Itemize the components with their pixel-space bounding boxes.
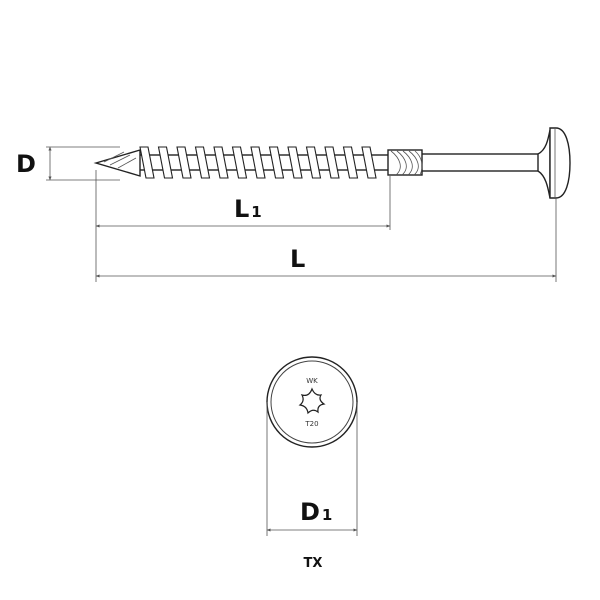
screw-neck (537, 129, 551, 199)
thread-crest (361, 146, 377, 179)
thread-crest (231, 146, 248, 179)
thread-crest (176, 146, 192, 179)
thread-crest (324, 146, 340, 179)
drive-type-label: TX (304, 556, 323, 571)
thread-crest (305, 146, 322, 179)
thread-crests (139, 146, 377, 179)
label-d: D (16, 150, 36, 178)
thread-crest (250, 146, 266, 179)
dimension-d: D (16, 146, 120, 181)
dimension-l: L (95, 198, 557, 282)
screw-head-top-view: WK T20 (266, 356, 358, 448)
label-l: L (290, 245, 305, 273)
milled-section (387, 149, 423, 176)
screw-side-view (93, 127, 571, 199)
thread-crest (287, 146, 303, 179)
thread-crest (157, 146, 174, 179)
torx-drive-icon (298, 387, 326, 415)
thread-crest (213, 146, 229, 179)
head-marking-bottom: T20 (304, 420, 318, 428)
screw-shank (419, 153, 541, 172)
head-marking-top: WK (306, 377, 318, 385)
thread-crest (194, 146, 211, 179)
screw-head (549, 127, 571, 199)
thread-crest (268, 146, 285, 179)
screw-tip (93, 149, 141, 177)
thread-crest (139, 146, 155, 179)
thread-crest (342, 146, 359, 179)
